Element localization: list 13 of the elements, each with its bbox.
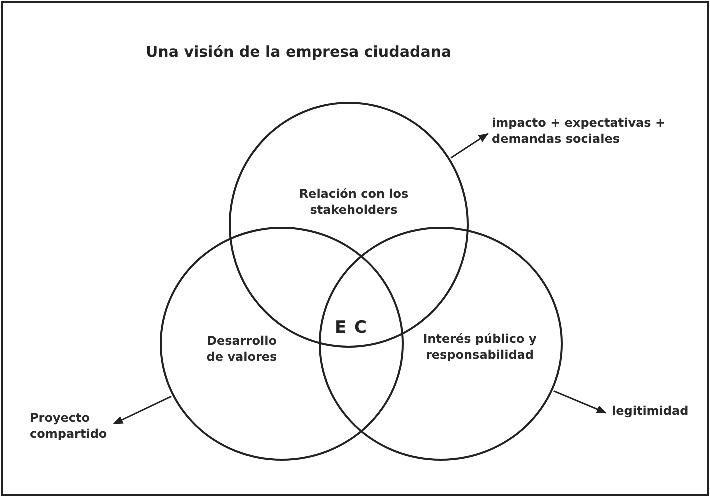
arrow xyxy=(113,396,172,425)
intersection-label: E C xyxy=(335,318,368,338)
circle-label: Interés público y responsabilidad xyxy=(422,332,538,364)
venn-circle xyxy=(160,227,404,461)
arrow xyxy=(450,133,489,159)
venn-circle xyxy=(319,227,563,461)
circle-label: Desarrollo de valores xyxy=(206,334,278,366)
circle-label: Relación con los stakeholders xyxy=(298,187,410,218)
outcome-text: impacto + expectativas + demandas sociales xyxy=(492,116,667,148)
outcome-text: Proyecto compartido xyxy=(30,411,108,442)
outcome-text: legitimidad xyxy=(612,404,690,420)
arrow xyxy=(554,390,607,414)
diagram-title: Una visión de la empresa ciudadana xyxy=(146,43,452,61)
